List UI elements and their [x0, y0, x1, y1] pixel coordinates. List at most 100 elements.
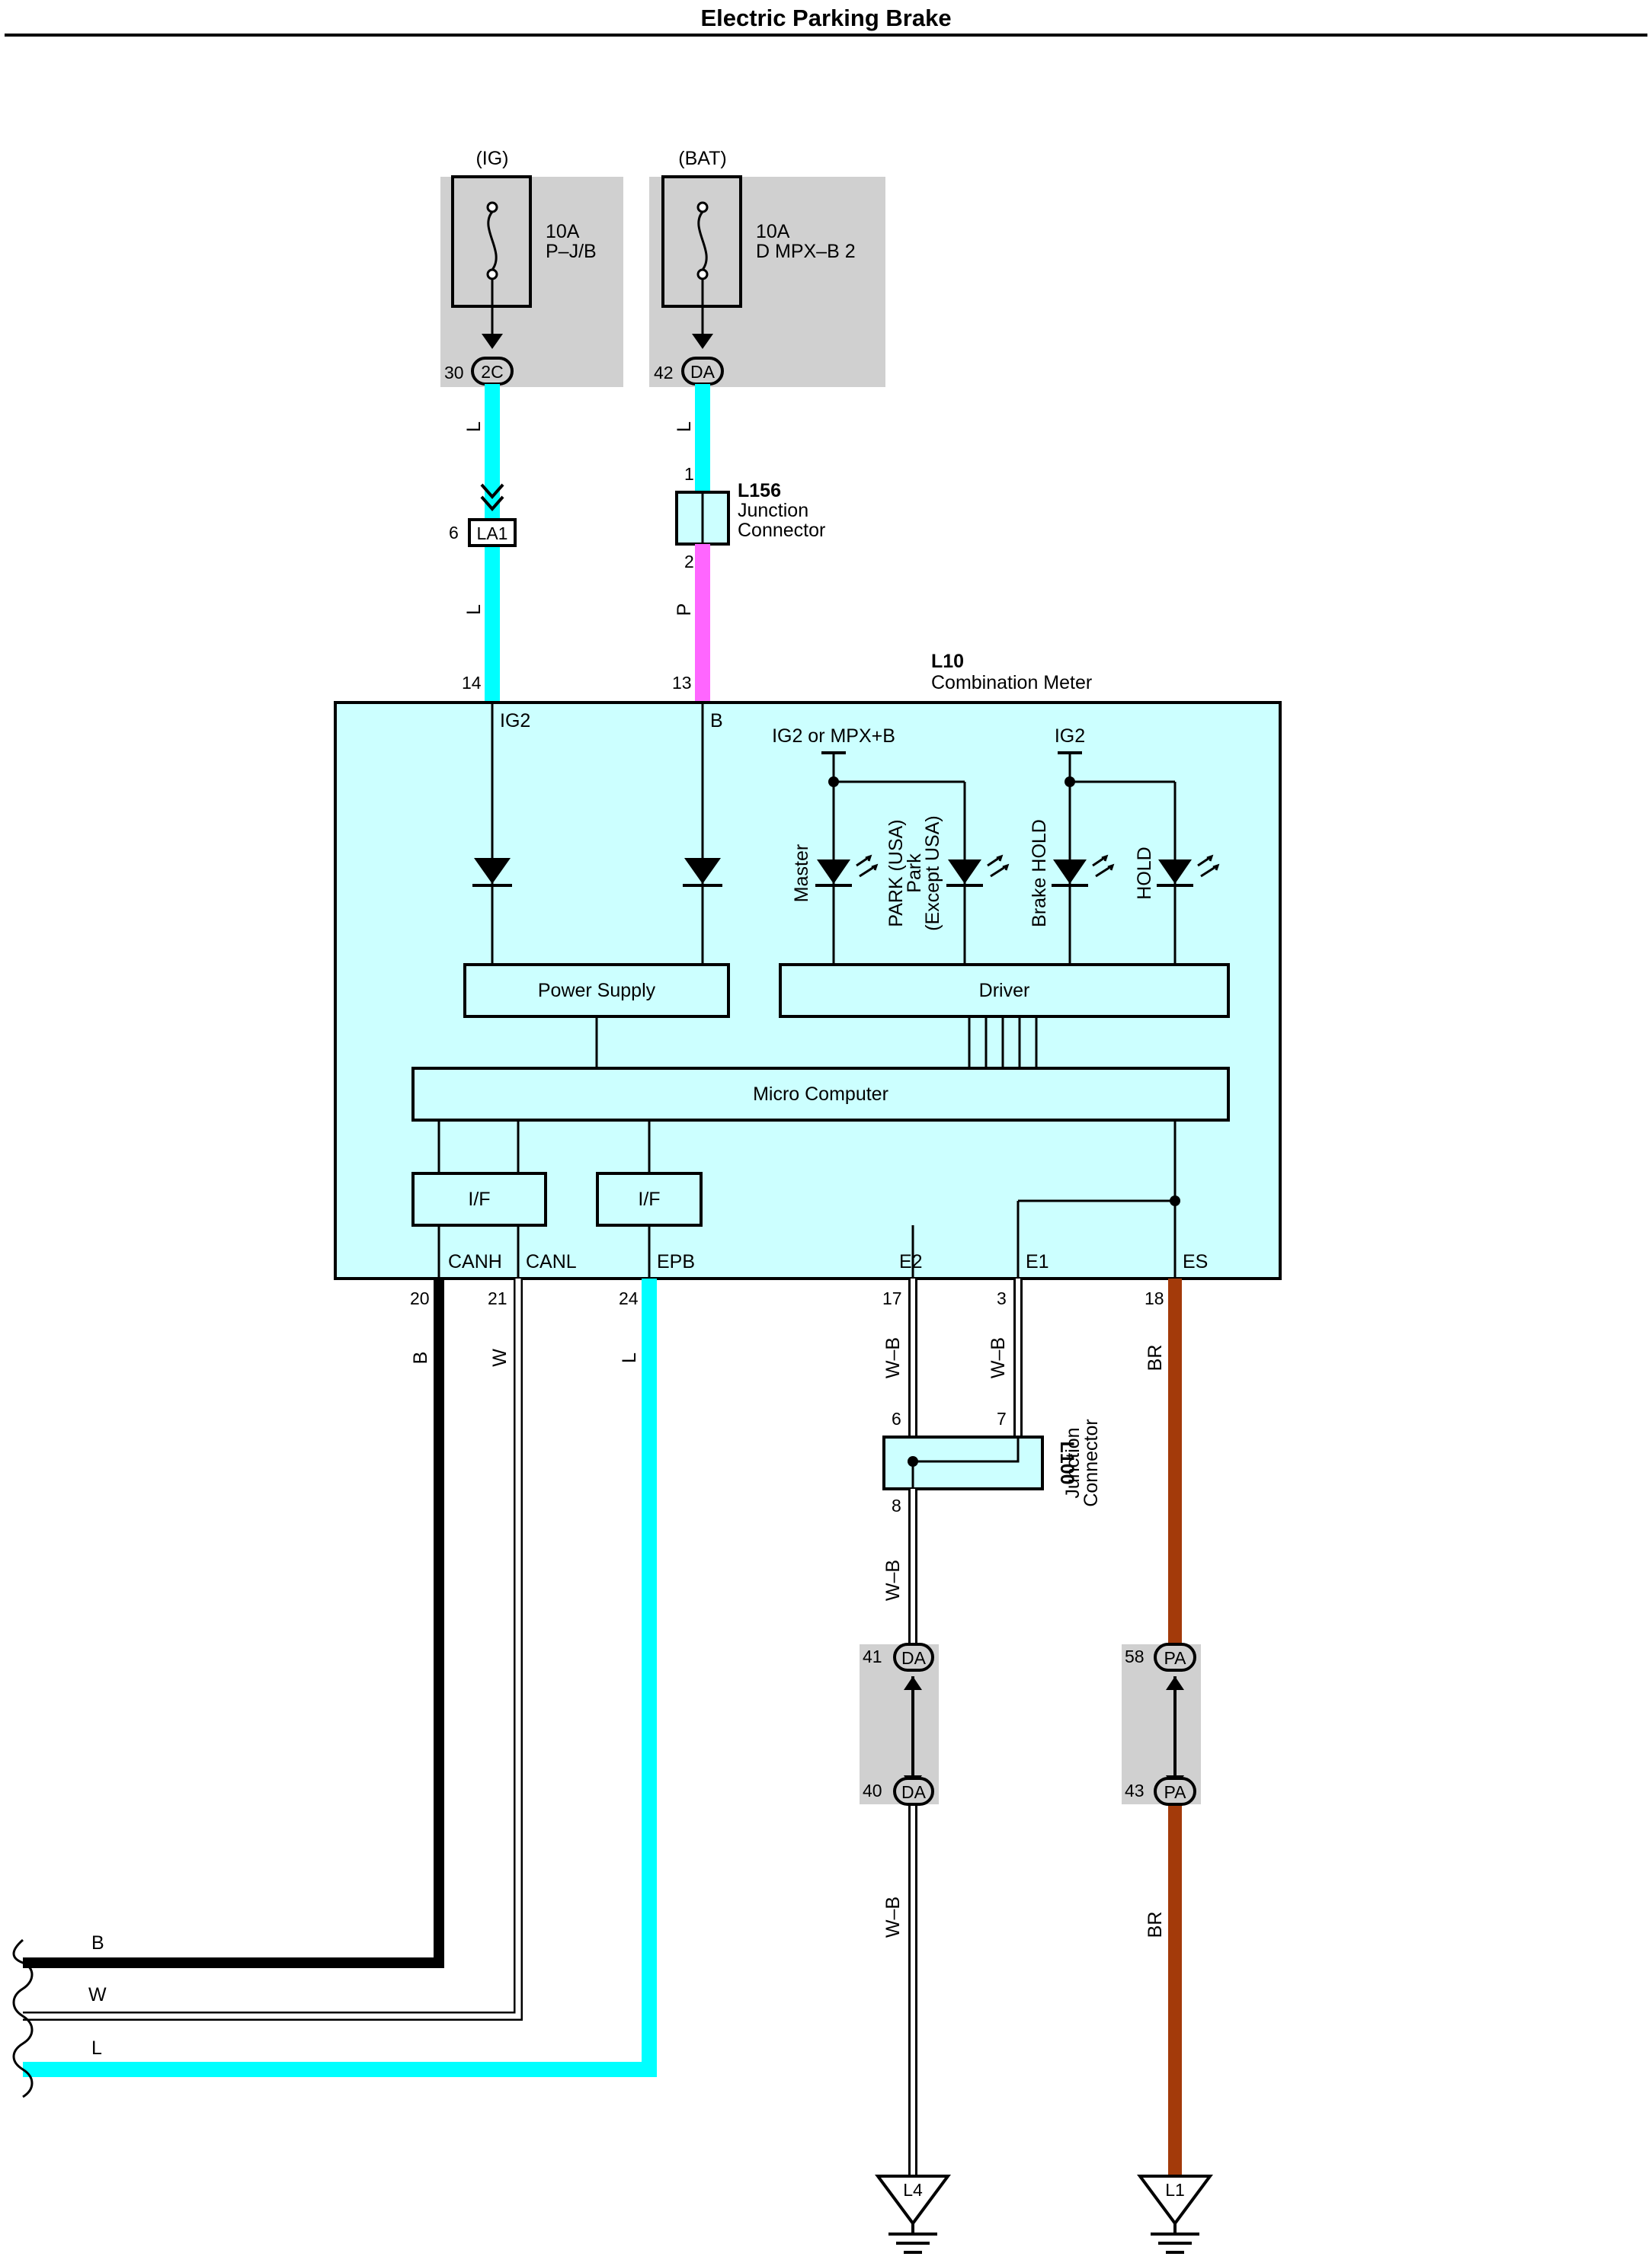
fuse-bat-name: D MPX–B 2 [756, 241, 856, 262]
terminal-epb: EPB [657, 1251, 695, 1272]
meter-pin-14: 14 [462, 673, 482, 693]
connector-pa-upper [1154, 1643, 1196, 1672]
label-park: Park [904, 853, 925, 893]
if-epb-label: I/F [638, 1189, 660, 1210]
micro-computer-block [411, 1067, 1230, 1122]
fuse-bat-source: (BAT) [678, 148, 726, 169]
fuse-bat: (BAT) 10A D MPX–B 2 42 DA [649, 148, 885, 387]
label-park-usa: PARK (USA) [885, 819, 907, 927]
led-park-icon [946, 854, 1010, 887]
label-ig2-or-mpx: IG2 or MPX+B [772, 725, 895, 747]
fuse-icon [661, 175, 742, 349]
terminal-canl: CANL [526, 1251, 577, 1272]
label-hold: HOLD [1134, 847, 1155, 899]
fuse-icon [451, 175, 532, 349]
meter-pin-20: 20 [410, 1288, 430, 1308]
wire-color-label: W–B [882, 1897, 904, 1938]
l100-id: L100 [1056, 1442, 1077, 1485]
if-can-label: I/F [468, 1189, 490, 1210]
ground-icon: L1 [1137, 2175, 1213, 2254]
wire-color-label: L [463, 421, 485, 432]
wire-color-label: BR [1145, 1345, 1166, 1372]
meter-name: Combination Meter [931, 672, 1092, 693]
wire-e2-e1: W–B W–B 6 7 L100 Junction Connector 8 W–… [860, 1279, 1102, 2179]
connector-pa-lower-label: PA [1164, 1782, 1187, 1802]
da-pin-41: 41 [863, 1647, 882, 1666]
label-brake-hold: Brake HOLD [1029, 819, 1050, 927]
if-block-epb [596, 1172, 703, 1227]
wire-color-label: BR [1145, 1912, 1166, 1938]
fuse-ig-source: (IG) [475, 148, 508, 169]
label-b: B [710, 710, 723, 731]
terminal-canh: CANH [448, 1251, 502, 1272]
page-title: Electric Parking Brake [700, 5, 951, 31]
connector-pa-upper-label: PA [1164, 1648, 1187, 1668]
diode-icon [683, 858, 722, 887]
connector-la1 [468, 518, 517, 547]
meter-pin-17: 17 [882, 1288, 902, 1308]
l156-name-2: Connector [738, 520, 825, 541]
l100-name-2: Connector [1081, 1419, 1102, 1506]
l156-id: L156 [738, 480, 781, 501]
l156-name-1: Junction [738, 500, 808, 521]
connector-la1-pin: 6 [449, 523, 459, 543]
fuse-bat-pin: 42 [654, 363, 674, 383]
connector-da-lower [893, 1777, 934, 1806]
label-park-except-usa: (Except USA) [922, 815, 943, 930]
if-block-can [411, 1172, 547, 1227]
meter-pin-21: 21 [488, 1288, 507, 1308]
wire-epb: L L [23, 1279, 657, 2077]
l100-pin-8: 8 [892, 1496, 901, 1516]
fuse-ig-pin: 30 [444, 363, 464, 383]
connector-da-upper-label: DA [901, 1648, 927, 1668]
led-brake-hold-icon [1052, 854, 1115, 887]
wire-color-label: W–B [882, 1560, 904, 1601]
led-master-icon [815, 854, 879, 887]
wire-color-label: P [674, 603, 695, 616]
meter-pin-24: 24 [619, 1288, 639, 1308]
connector-da-lower-label: DA [901, 1782, 927, 1802]
wire-color-label: L [463, 604, 485, 615]
connector-pa-lower [1154, 1777, 1196, 1806]
connector-da-top-label: DA [690, 362, 716, 382]
ground-l4-label: L4 [903, 2180, 923, 2200]
wire-color-label: W [489, 1349, 511, 1367]
meter-pin-3: 3 [997, 1288, 1007, 1308]
wire-color-label: L [674, 421, 695, 432]
label-ig2-right: IG2 [1055, 725, 1085, 747]
da-pin-40: 40 [863, 1781, 882, 1800]
fuse-bat-rating: 10A [756, 221, 790, 242]
fuse-ig-rating: 10A [546, 221, 580, 242]
l100-pin-7: 7 [997, 1409, 1007, 1429]
wire-color-label: W [88, 1984, 107, 2005]
fuse-ig-name: P–J/B [546, 241, 597, 262]
pa-pin-43: 43 [1125, 1781, 1145, 1800]
led-hold-icon [1157, 854, 1220, 887]
connector-la1-label: LA1 [477, 523, 508, 543]
diode-icon [472, 858, 512, 887]
driver-block [779, 963, 1230, 1018]
connector-2c-label: 2C [481, 362, 503, 382]
meter-pin-13: 13 [672, 673, 692, 693]
meter-id: L10 [931, 651, 964, 672]
wire-color-label: W–B [882, 1337, 904, 1378]
wire-color-label: L [91, 2037, 102, 2059]
power-supply-label: Power Supply [538, 980, 656, 1001]
wire-canl: W W [23, 1279, 523, 2021]
ground-icon: L4 [875, 2175, 951, 2254]
driver-label: Driver [979, 980, 1030, 1001]
label-master: Master [791, 844, 812, 902]
combination-meter-l10: L10 Combination Meter IG2 B Power Supply… [334, 651, 1282, 1280]
wire-color-label: W–B [988, 1337, 1009, 1378]
meter-pin-18: 18 [1145, 1288, 1164, 1308]
wire-es: BR 58 PA 43 PA BR [1122, 1279, 1201, 2179]
wire-break-icon [12, 1938, 34, 2098]
power-supply-block [463, 963, 730, 1018]
terminal-e2: E2 [899, 1251, 923, 1272]
wire-color-label: L [619, 1352, 640, 1363]
terminal-e1: E1 [1026, 1251, 1049, 1272]
micro-computer-label: Micro Computer [753, 1083, 888, 1105]
terminal-es: ES [1183, 1251, 1208, 1272]
wire-b-feed: L 1 L156 Junction Connector 2 P 13 [672, 384, 825, 701]
